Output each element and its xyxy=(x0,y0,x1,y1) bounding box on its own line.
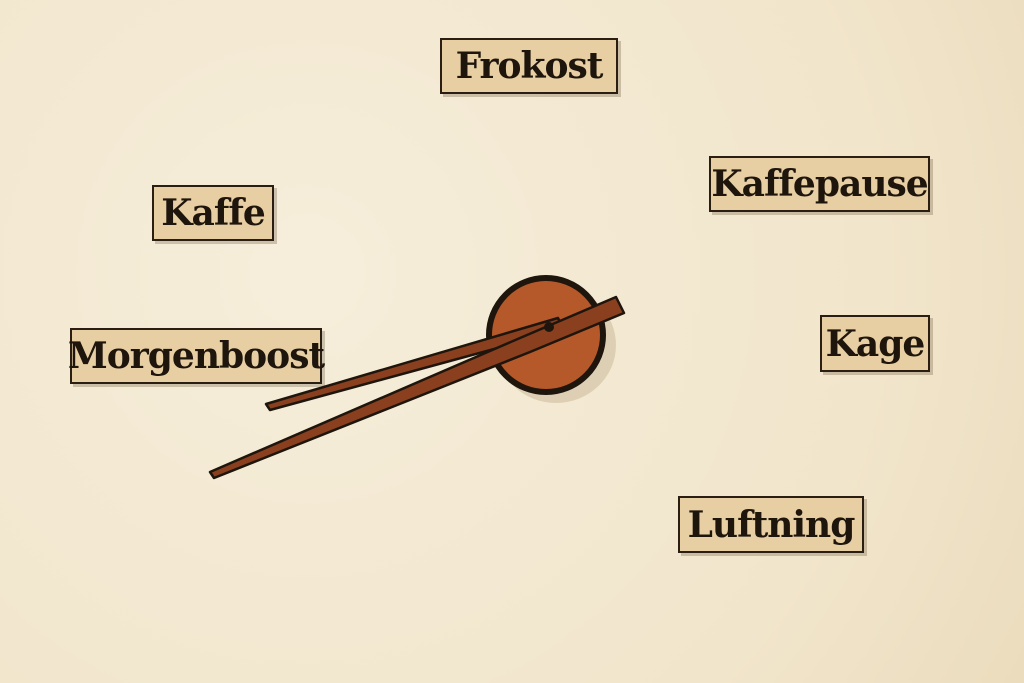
minute-hand xyxy=(208,295,626,480)
label-kaffepause: Kaffepause xyxy=(709,156,930,212)
label-kage: Kage xyxy=(820,315,930,372)
label-kaffe: Kaffe xyxy=(152,185,274,241)
hand-pivot xyxy=(544,322,554,332)
label-luftning: Luftning xyxy=(678,496,864,553)
label-morgenboost: Morgenboost xyxy=(68,328,325,384)
label-frokost: Frokost xyxy=(440,38,618,94)
